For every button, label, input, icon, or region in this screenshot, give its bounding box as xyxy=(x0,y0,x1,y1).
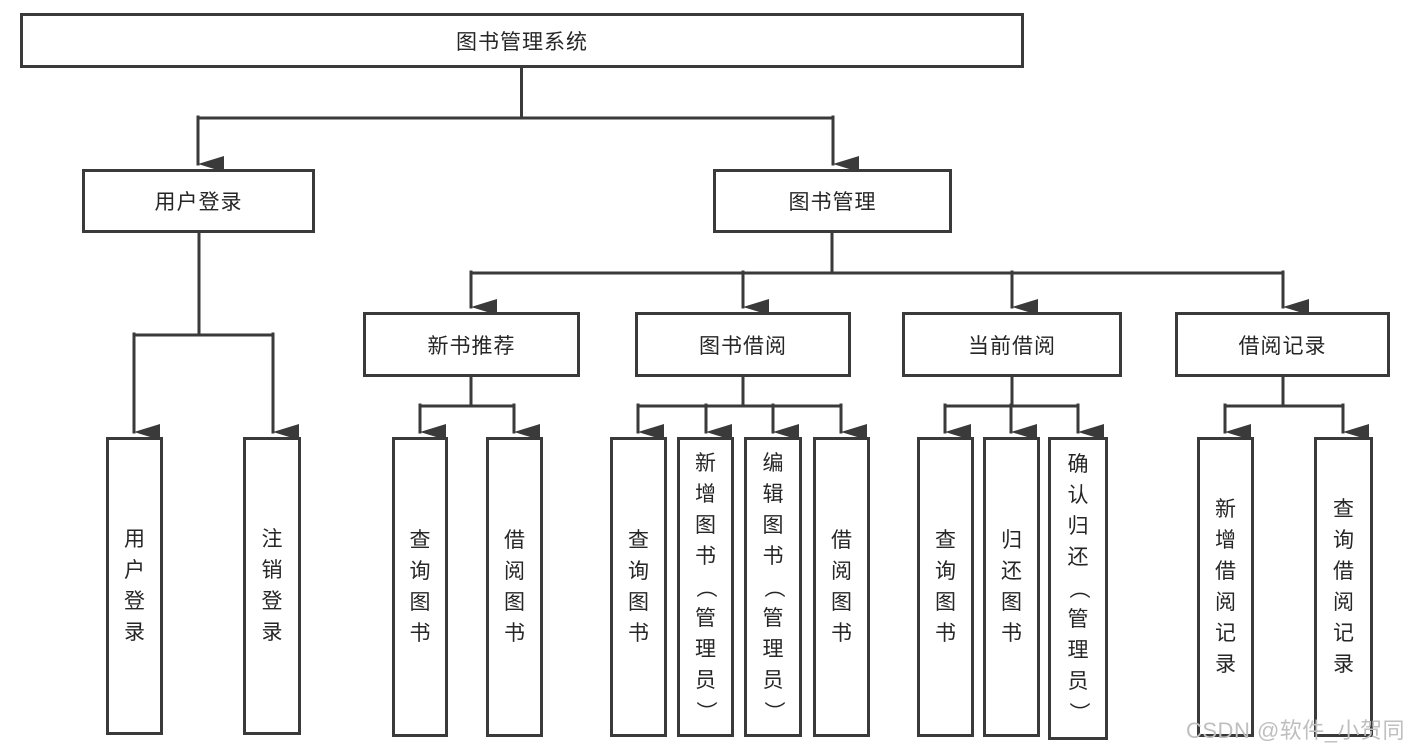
leaf-user-login: 用户登录 xyxy=(106,437,163,735)
leaf-query-borrow-record: 查询借阅记录 xyxy=(1314,437,1373,737)
node-current-borrow: 当前借阅 xyxy=(902,312,1122,377)
leaf-confirm-return-admin: 确认归还（管理员） xyxy=(1048,437,1108,740)
node-book-borrow: 图书借阅 xyxy=(635,312,851,377)
leaf-add-borrow-record: 新增借阅记录 xyxy=(1197,437,1254,737)
leaf-query-books-current: 查询图书 xyxy=(917,437,974,737)
leaf-query-books-borrow: 查询图书 xyxy=(610,437,667,737)
node-borrow-records: 借阅记录 xyxy=(1175,312,1390,377)
node-new-book-recommend: 新书推荐 xyxy=(363,312,580,377)
leaf-borrow-books: 借阅图书 xyxy=(813,437,870,737)
csdn-watermark: CSDN @软件_小贺同学 xyxy=(1186,718,1405,743)
node-library-system: 图书管理系统 xyxy=(20,13,1024,68)
node-user-login: 用户登录 xyxy=(82,169,315,233)
leaf-borrow-books-recommend: 借阅图书 xyxy=(486,437,543,737)
node-book-management: 图书管理 xyxy=(713,169,952,233)
leaf-query-books-recommend: 查询图书 xyxy=(392,437,448,737)
leaf-edit-books-admin: 编辑图书（管理员） xyxy=(744,437,802,737)
leaf-return-books: 归还图书 xyxy=(983,437,1040,737)
leaf-add-books-admin: 新增图书（管理员） xyxy=(677,437,734,737)
leaf-logout: 注销登录 xyxy=(243,437,301,735)
